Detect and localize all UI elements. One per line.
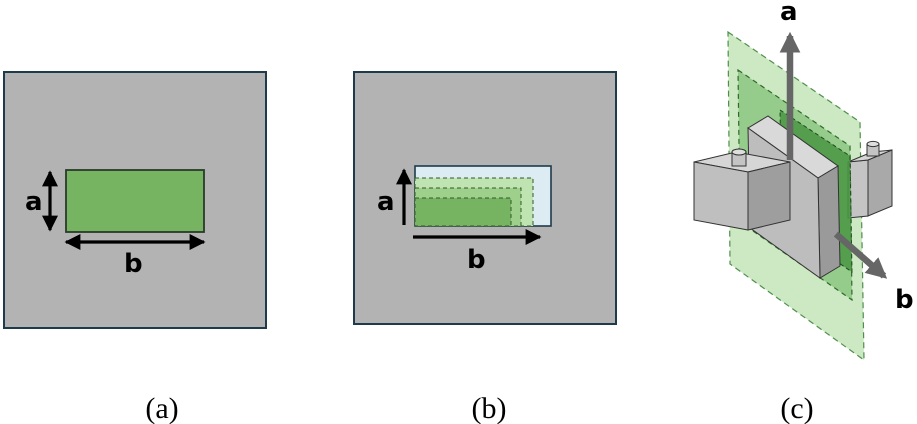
panel-c: a b [693,0,914,362]
panel-c-right-block [847,140,893,219]
panel-c-a-label: a [780,0,798,27]
panel-c-b-direction-arrow [833,231,888,279]
panel-a-b-label: b [124,249,143,279]
panel-c-left-block [693,148,791,231]
panel-b-b-label: b [467,245,486,275]
panel-b-caption: (b) [472,392,507,424]
panel-c-caption: (c) [780,392,813,424]
panel-a-a-label: a [25,187,43,217]
panel-a: a b [3,71,267,329]
panel-b-patch-inner [414,197,512,227]
panel-b-a-label: a [377,187,395,217]
panel-a-caption: (a) [145,392,178,424]
panel-b: a b [353,71,617,325]
panel-c-b-label: b [895,285,914,315]
panel-a-green-patch [65,169,205,233]
